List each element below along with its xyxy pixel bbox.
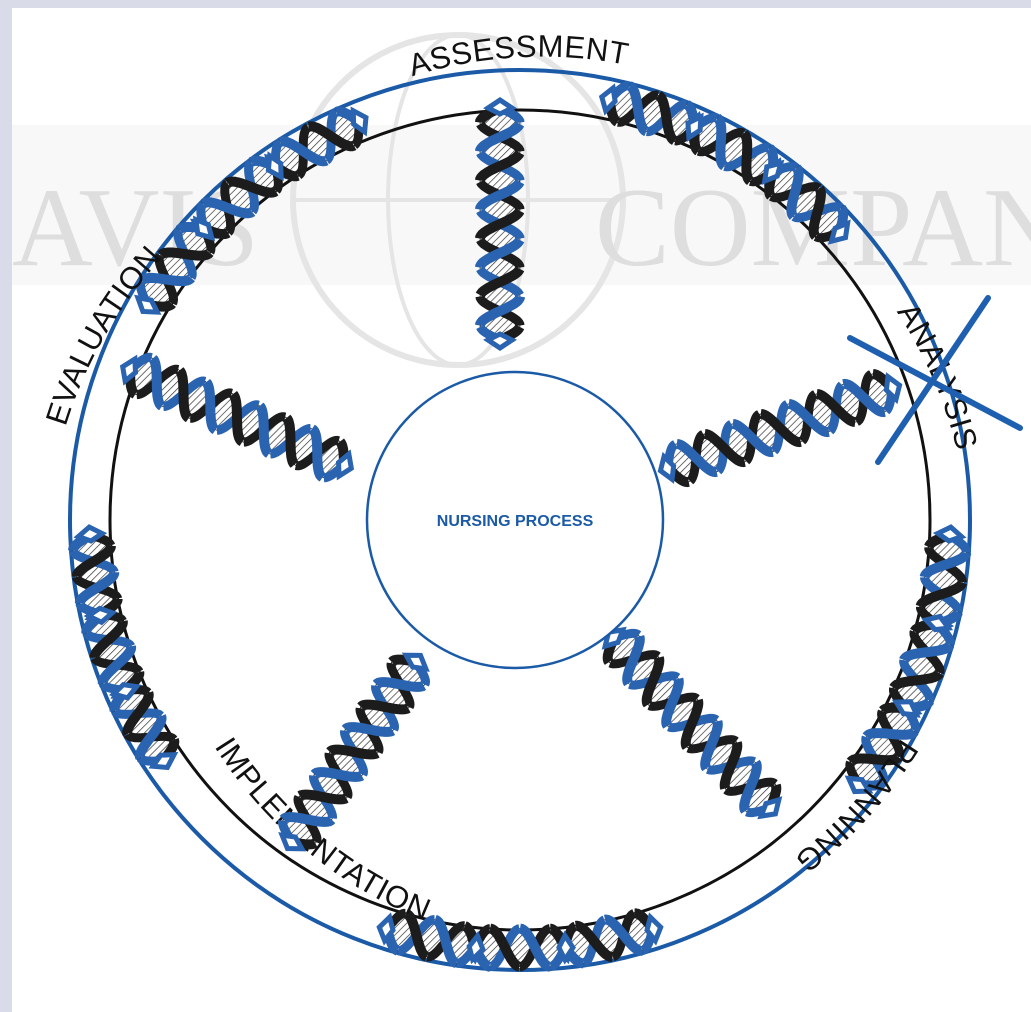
helix-strand-front bbox=[602, 636, 782, 810]
helix-end-cap bbox=[119, 354, 139, 386]
helix-strand-front bbox=[125, 367, 349, 468]
helix-end-cap bbox=[644, 912, 664, 946]
helix-end-cap bbox=[844, 775, 874, 795]
helix-end-cap bbox=[466, 930, 486, 965]
helix-end-cap bbox=[108, 681, 142, 701]
center-label: NURSING PROCESS bbox=[437, 513, 594, 530]
helix-end-cap bbox=[883, 372, 903, 405]
helix-end-cap bbox=[761, 159, 785, 185]
helix-end-cap bbox=[757, 796, 783, 820]
helix-end-cap bbox=[827, 219, 851, 245]
cross-stroke-2 bbox=[875, 295, 991, 465]
helix-end-cap bbox=[265, 151, 284, 182]
helix-strand-front bbox=[622, 635, 762, 814]
frame-top-edge bbox=[0, 0, 1031, 8]
ring-dna-segments bbox=[68, 81, 972, 972]
helix-end-cap bbox=[134, 294, 162, 315]
spoke-helix-assessment bbox=[475, 96, 525, 352]
helix-end-cap bbox=[148, 752, 179, 771]
helix-strand-front bbox=[149, 355, 326, 482]
helix-end-cap bbox=[376, 912, 396, 946]
helix-end-cap bbox=[891, 699, 921, 718]
stage-label-implementation: IMPLEMENTATION bbox=[208, 731, 436, 927]
ring-helix-analysis-planning bbox=[915, 524, 972, 635]
center-node: NURSING PROCESS bbox=[365, 370, 665, 670]
helix-end-cap bbox=[192, 215, 216, 242]
helix-strand-front bbox=[475, 121, 525, 327]
ring-helix-assessment-evaluation bbox=[265, 106, 369, 182]
helix-end-cap bbox=[921, 613, 954, 633]
helix-end-cap bbox=[401, 652, 430, 672]
spoke-helix-implementation bbox=[277, 652, 431, 852]
helix-end-cap bbox=[350, 106, 369, 137]
analysis-cross-out-mark bbox=[847, 295, 1023, 465]
ring-helix-assessment-analysis bbox=[761, 159, 851, 245]
ring-helix-implementation-evaluation bbox=[68, 524, 123, 626]
helix-strand-front bbox=[664, 368, 896, 488]
helix-end-cap bbox=[278, 832, 307, 852]
helix-strand-front bbox=[475, 103, 525, 345]
spoke-helix-evaluation bbox=[119, 352, 355, 483]
ring-helix-analysis-planning bbox=[844, 699, 921, 795]
cross-stroke-1 bbox=[847, 335, 1023, 431]
spoke-dna-helices bbox=[119, 96, 903, 852]
helix-end-cap bbox=[657, 451, 677, 484]
spoke-helix-analysis bbox=[657, 368, 903, 488]
helix-end-cap bbox=[598, 83, 618, 116]
helix-end-cap bbox=[83, 605, 118, 626]
ring-helix-implementation-evaluation bbox=[109, 680, 180, 771]
ring-helix-assessment-analysis bbox=[685, 112, 783, 187]
helix-end-cap bbox=[556, 930, 576, 965]
ring-helix-planning-implementation bbox=[376, 908, 486, 968]
frame-left-edge bbox=[0, 0, 12, 1012]
helix-strand-front bbox=[676, 378, 886, 478]
helix-end-cap bbox=[73, 524, 108, 544]
helix-end-cap bbox=[335, 449, 355, 481]
helix-strand-front bbox=[291, 654, 417, 850]
spoke-helix-planning bbox=[601, 626, 783, 820]
helix-end-cap bbox=[483, 331, 517, 352]
helix-strand-front bbox=[279, 677, 427, 827]
helix-end-cap bbox=[483, 96, 517, 117]
center-circle bbox=[365, 370, 665, 670]
ring-helix-planning-implementation bbox=[554, 908, 664, 969]
helix-end-cap bbox=[932, 524, 967, 544]
helix-end-cap bbox=[685, 112, 704, 143]
